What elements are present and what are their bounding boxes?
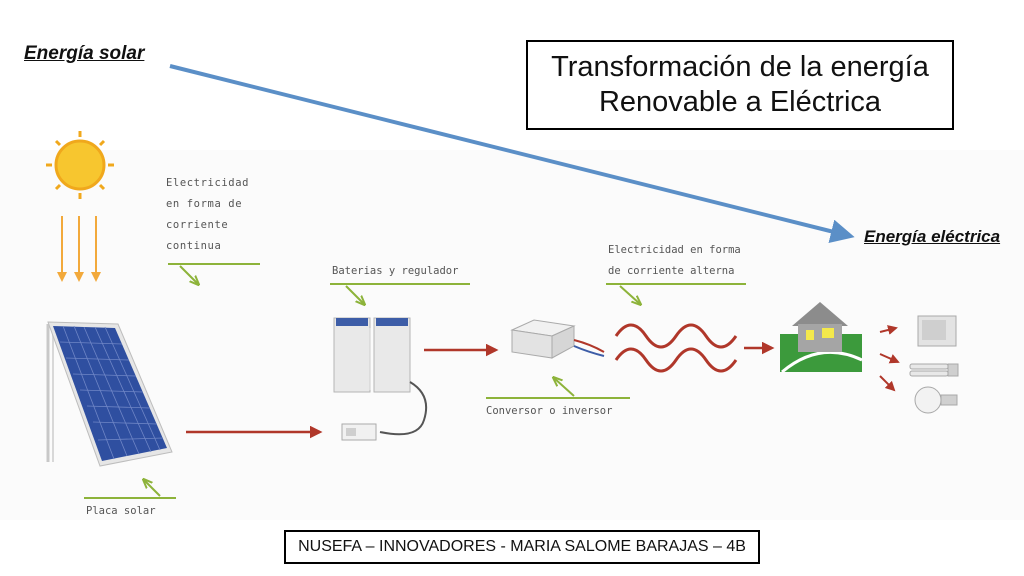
house-icon — [780, 302, 863, 374]
dc-label-line-4: continua — [166, 240, 221, 252]
inverter-icon — [510, 319, 605, 359]
fluorescent-bulb-icon — [909, 363, 959, 377]
alternating-current-wave-icon — [614, 323, 738, 373]
dc-label-line-3: corriente — [166, 219, 228, 231]
converter-label: Conversor o inversor — [486, 405, 612, 417]
title-box: Transformación de la energía Renovable a… — [526, 40, 954, 130]
sun-icon — [46, 131, 114, 199]
ac-label-line-1: Electricidad en forma — [608, 244, 741, 256]
dc-electricity-label: Electricidad en forma de corriente conti… — [166, 177, 249, 252]
sunlight-arrows — [57, 216, 101, 282]
solar-panel-icon — [46, 321, 173, 467]
regulator-icon — [341, 381, 428, 441]
footer-credits: NUSEFA – INNOVADORES - MARIA SALOME BARA… — [284, 530, 760, 564]
house-to-appliances-arrows — [879, 325, 900, 392]
solar-energy-label: Energía solar — [24, 43, 145, 64]
microwave-icon — [917, 315, 957, 347]
panel-label: Placa solar — [86, 505, 156, 517]
electric-energy-label: Energía eléctrica — [864, 227, 1001, 246]
solar-to-electric-arrow — [169, 64, 855, 243]
battery-label: Baterias y regulador — [332, 265, 458, 277]
title-line-1: Transformación de la energía — [551, 51, 929, 83]
footer-text: NUSEFA – INNOVADORES - MARIA SALOME BARA… — [298, 538, 746, 555]
label-pointers — [84, 263, 746, 499]
ac-label-line-2: de corriente alterna — [608, 265, 734, 277]
light-bulb-icon — [914, 386, 958, 414]
title-line-2: Renovable a Eléctrica — [598, 86, 882, 118]
dc-label-line-1: Electricidad — [166, 177, 249, 189]
dc-label-line-2: en forma de — [166, 198, 242, 210]
battery-icon — [333, 317, 411, 393]
